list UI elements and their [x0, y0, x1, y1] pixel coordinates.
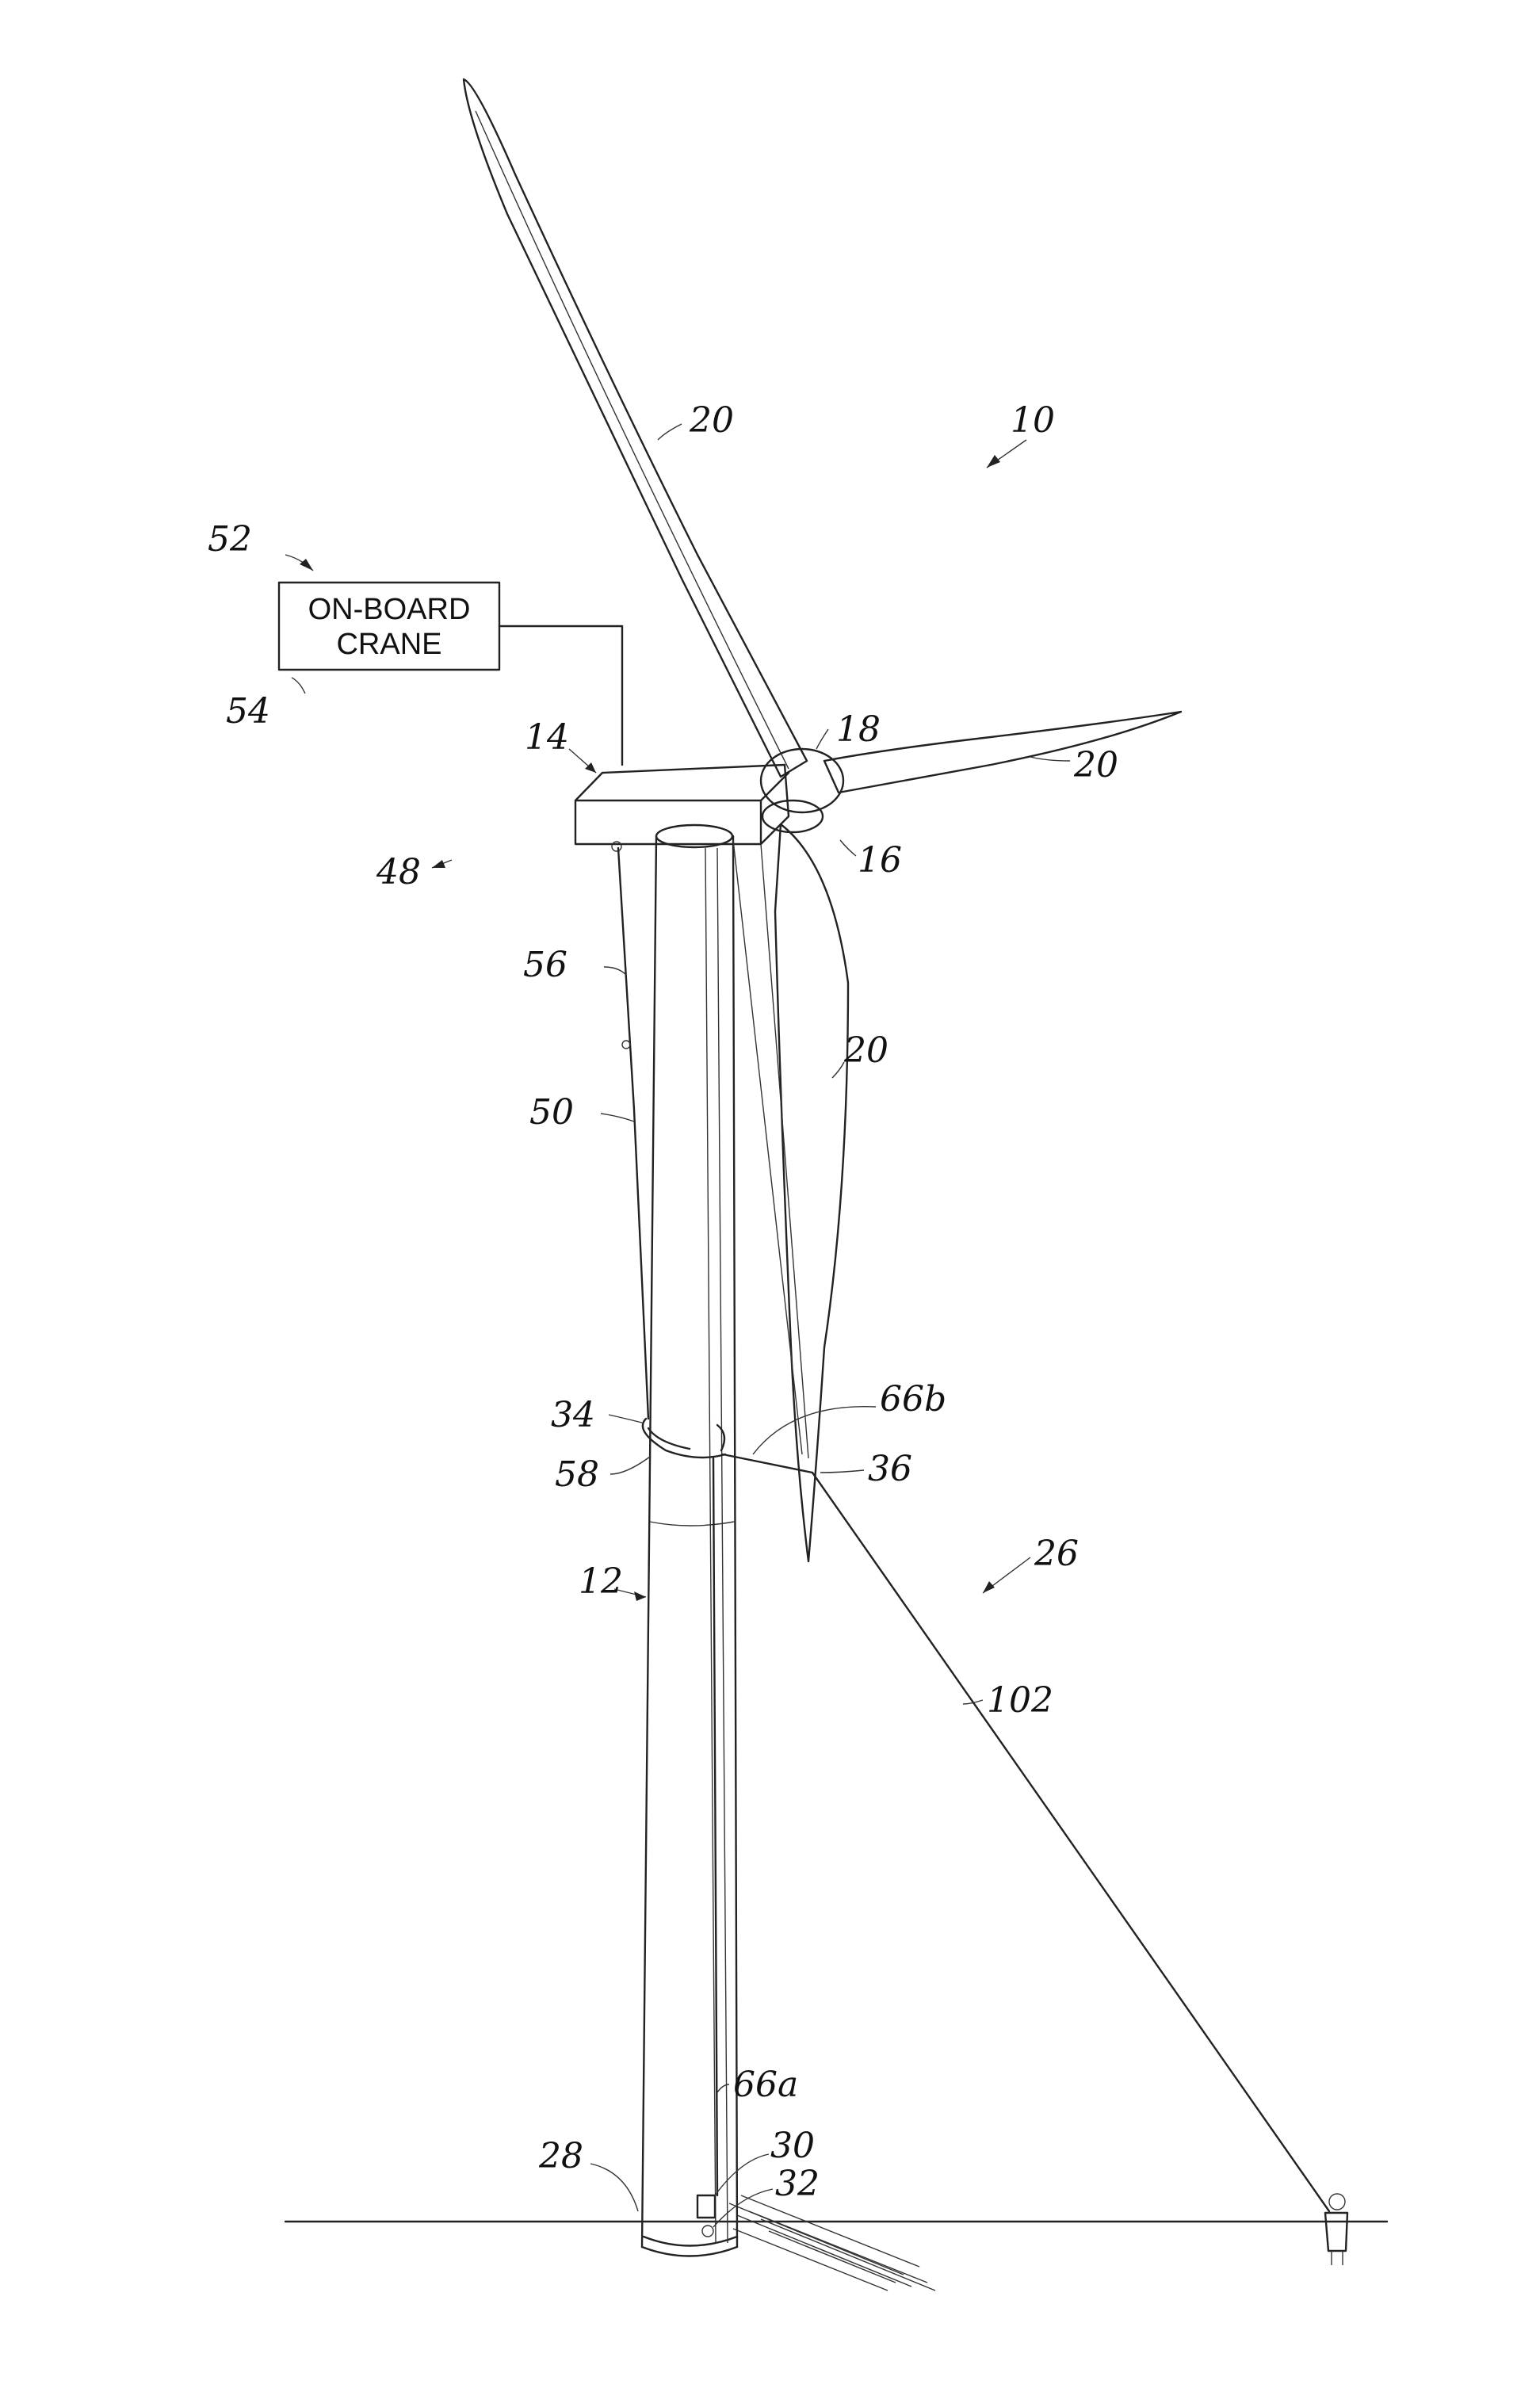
ref-26: 26 — [1034, 1534, 1079, 1574]
ref-102: 102 — [987, 1680, 1053, 1721]
crane-box-line2: CRANE — [336, 628, 441, 661]
ref-66a: 66a — [733, 2065, 798, 2105]
ref-10: 10 — [1011, 400, 1055, 441]
ref-12: 12 — [579, 1561, 623, 1602]
tower-shadow — [729, 2195, 935, 2291]
reference-numerals: 20 10 52 54 14 18 20 16 48 56 20 50 34 6… — [208, 400, 1118, 2204]
ref-14: 14 — [525, 717, 569, 758]
ground-worker — [1325, 2194, 1347, 2265]
ref-56: 56 — [523, 945, 567, 985]
ref-36: 36 — [868, 1449, 912, 1489]
line-66a — [713, 1458, 717, 2195]
ref-48: 48 — [376, 852, 421, 892]
crane-box: ON-BOARD CRANE — [279, 583, 499, 670]
ref-58: 58 — [555, 1454, 599, 1495]
ref-20-right: 20 — [1073, 745, 1118, 785]
nacelle — [575, 765, 789, 851]
ref-32: 32 — [775, 2164, 820, 2204]
blade-lower — [775, 824, 848, 1561]
ref-16: 16 — [858, 840, 902, 881]
ref-54: 54 — [226, 691, 270, 732]
crane-box-line1: ON-BOARD — [308, 593, 471, 626]
tower — [642, 825, 737, 2256]
ref-66b: 66b — [880, 1379, 946, 1419]
cable-56 — [618, 848, 648, 1419]
leader-lines — [285, 424, 1070, 2227]
clamp-ring — [643, 1419, 725, 1458]
ref-20-lower: 20 — [843, 1030, 888, 1071]
blade-top — [464, 79, 807, 777]
ref-28: 28 — [538, 2136, 583, 2176]
ref-20-top: 20 — [689, 400, 734, 441]
tag-line-102 — [812, 1473, 1329, 2211]
ref-18: 18 — [836, 709, 881, 750]
winch — [697, 2195, 715, 2218]
pulley — [702, 2226, 713, 2237]
ref-50: 50 — [529, 1092, 574, 1133]
ref-30: 30 — [770, 2126, 815, 2166]
ref-52: 52 — [208, 519, 252, 560]
ref-34: 34 — [551, 1395, 595, 1435]
